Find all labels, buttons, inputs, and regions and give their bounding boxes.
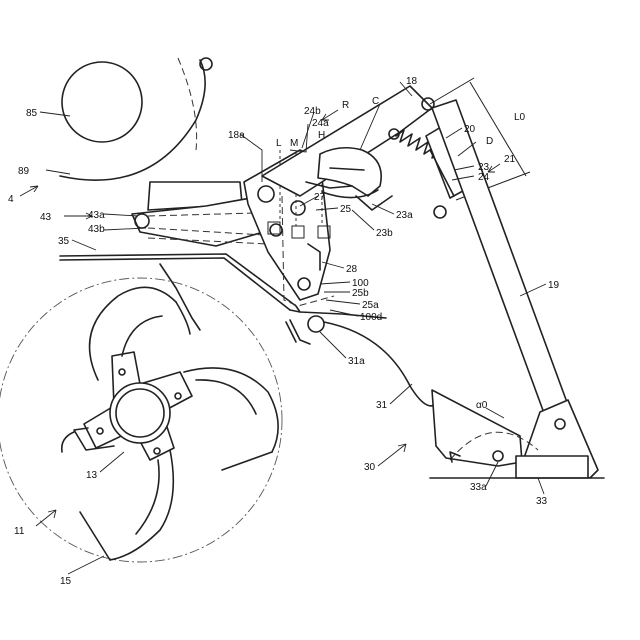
- label-H: H: [318, 130, 325, 141]
- shield-35-inner: [60, 258, 290, 310]
- label-33a: 33a: [470, 482, 487, 493]
- label-15: 15: [60, 576, 72, 587]
- cover-89: [60, 60, 205, 180]
- tiller-rotor: [62, 287, 278, 560]
- label-alpha0: α0: [476, 400, 488, 411]
- label-19: 19: [548, 280, 560, 291]
- arrow-4: [20, 186, 38, 196]
- cover-phantom: [178, 58, 197, 150]
- label-28: 28: [346, 264, 358, 275]
- arrow-30: [378, 444, 406, 466]
- label-43a: 43a: [88, 210, 105, 221]
- shield-lip-2: [286, 322, 296, 342]
- label-43b: 43b: [88, 224, 105, 235]
- label-C: C: [372, 96, 379, 107]
- label-23a: 23a: [396, 210, 413, 221]
- label-20: 20: [464, 124, 476, 135]
- label-31a: 31a: [348, 356, 365, 367]
- label-27: 27: [314, 192, 326, 203]
- tiller-blade-3: [110, 450, 173, 560]
- label-24: 24: [478, 172, 490, 183]
- label-33: 33: [536, 496, 548, 507]
- label-L0: L0: [514, 112, 526, 123]
- dim-L0-ext1: [430, 78, 474, 104]
- label-85: 85: [26, 108, 38, 119]
- lobe-23a: [356, 196, 392, 210]
- label-35: 35: [58, 236, 70, 247]
- bracket-line: [160, 264, 200, 330]
- label-D: D: [486, 136, 493, 147]
- label-24b: 24b: [304, 106, 321, 117]
- weight-33: [516, 456, 588, 478]
- shield-lip: [290, 320, 310, 344]
- roller-31a: [308, 316, 324, 332]
- label-21: 21: [504, 154, 516, 165]
- cam-24: [318, 148, 381, 196]
- cylinder-pin: [434, 206, 446, 218]
- label-25a: 25a: [362, 300, 379, 311]
- label-100d: 100d: [360, 312, 382, 323]
- label-M: M: [290, 138, 298, 149]
- shield-35: [60, 254, 300, 312]
- label-11: 11: [14, 526, 25, 537]
- link-31: [324, 322, 436, 406]
- label-13: 13: [86, 470, 98, 481]
- label-R: R: [342, 100, 349, 111]
- label-4: 4: [8, 194, 14, 205]
- label-25: 25: [340, 204, 352, 215]
- arrow-11: [36, 510, 56, 526]
- label-18a: 18a: [228, 130, 245, 141]
- label-25b: 25b: [352, 288, 369, 299]
- arm-19: [432, 100, 572, 424]
- roller-85: [62, 62, 142, 142]
- label-18: 18: [406, 76, 418, 87]
- label-31: 31: [376, 400, 388, 411]
- label-23b: 23b: [376, 228, 393, 239]
- label-24a: 24a: [312, 118, 329, 129]
- label-30: 30: [364, 462, 376, 473]
- label-89: 89: [18, 166, 30, 177]
- label-43: 43: [40, 212, 52, 223]
- label-L: L: [276, 138, 282, 149]
- arrow-21: [488, 164, 500, 172]
